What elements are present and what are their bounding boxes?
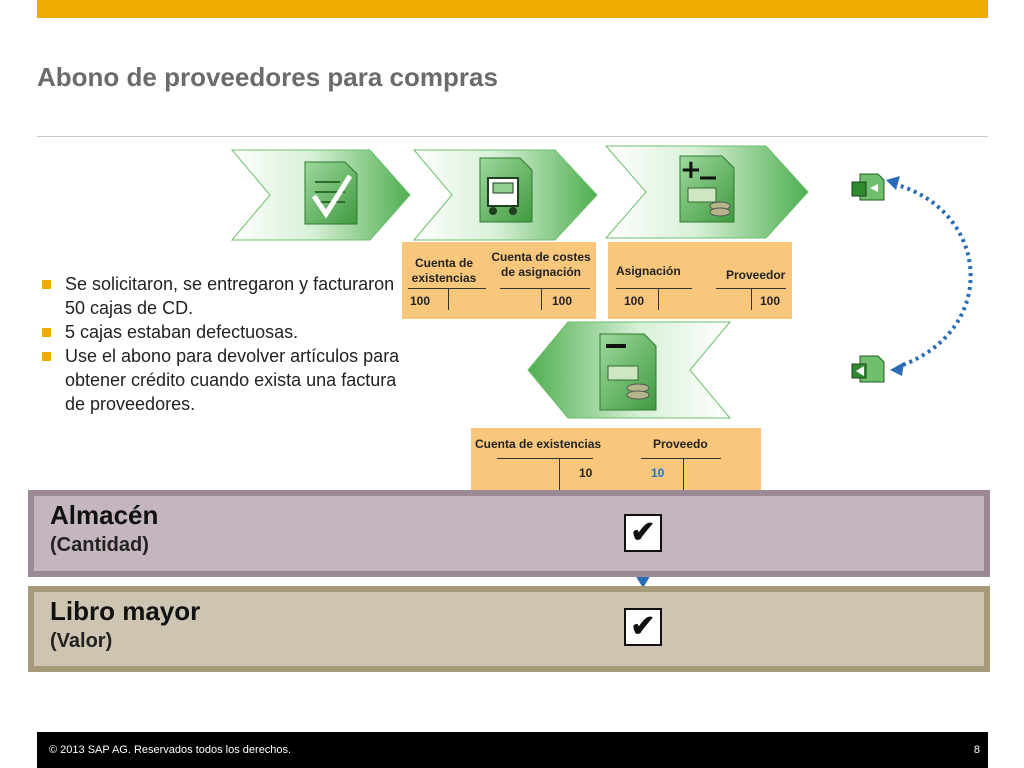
t-account-line [641,458,721,459]
t-account-line [408,288,486,289]
t-account-box-2: Asignación Proveedor 100 100 [608,242,792,319]
t-account-title: Asignación [616,264,681,278]
t-account-title: Cuenta de existencias [411,256,477,285]
t-account-line [500,288,590,289]
chevron-step-3: + [604,145,809,239]
title-divider [37,136,988,137]
chevron-step-4 [527,321,732,419]
t-account-line [683,458,684,492]
document-return-icon [851,173,885,201]
bullet-item: Use el abono para devolver artículos par… [40,344,415,416]
t-account-value: 100 [552,294,573,308]
bullet-item: 5 cajas estaban defectuosas. [40,320,415,344]
almacen-band: Almacén (Cantidad) ✔ [34,496,984,571]
minus-credit-memo-icon [599,333,657,411]
t-account-value: 10 [579,466,593,480]
t-account-box-3: Cuenta de existencias Proveedo 10 10 [471,428,761,492]
t-account-value: 100 [760,294,781,308]
band-title: Almacén [50,500,159,530]
slide-footer: © 2013 SAP AG. Reservados todos los dere… [37,732,988,768]
t-account-value: 100 [410,294,431,308]
band-subtitle: (Cantidad) [50,534,149,556]
t-account-line [497,458,593,459]
top-accent-bar [37,0,988,18]
footer-copyright: © 2013 SAP AG. Reservados todos los dere… [49,744,292,756]
t-account-box-1: Cuenta de existencias Cuenta de costes d… [402,242,596,319]
plus-minus-invoice-icon: + [679,155,735,223]
t-account-line [658,288,659,310]
band-title: Libro mayor [50,596,201,626]
document-forward-icon [851,355,885,383]
t-account-title: Proveedo [653,437,708,451]
t-account-line [541,288,542,310]
t-account-line [616,288,692,289]
return-flow-dotted-arrow [886,176,973,376]
t-account-value: 100 [624,294,645,308]
t-account-line [448,288,449,310]
almacen-checkbox[interactable]: ✔ [624,514,662,552]
page-number: 8 [973,744,980,756]
t-account-value: 10 [651,466,665,480]
libro-mayor-band: Libro mayor (Valor) ✔ [34,592,984,666]
truck-document-icon [479,157,533,223]
chevron-step-1 [230,149,411,241]
t-account-line [559,458,560,492]
svg-text:+: + [680,155,702,185]
t-account-line [751,288,752,310]
slide-title: Abono de proveedores para compras [37,62,498,92]
t-account-title: Proveedor [726,268,786,282]
t-account-title: Cuenta de existencias [475,437,602,451]
chevron-step-2 [412,149,598,241]
checklist-document-icon [304,161,358,225]
libro-mayor-checkbox[interactable]: ✔ [624,608,662,646]
explanation-bullets: Se solicitaron, se entregaron y facturar… [40,272,415,416]
band-subtitle: (Valor) [50,630,113,652]
t-account-title: Cuenta de costes de asignación [491,250,591,279]
bullet-item: Se solicitaron, se entregaron y facturar… [40,272,415,320]
